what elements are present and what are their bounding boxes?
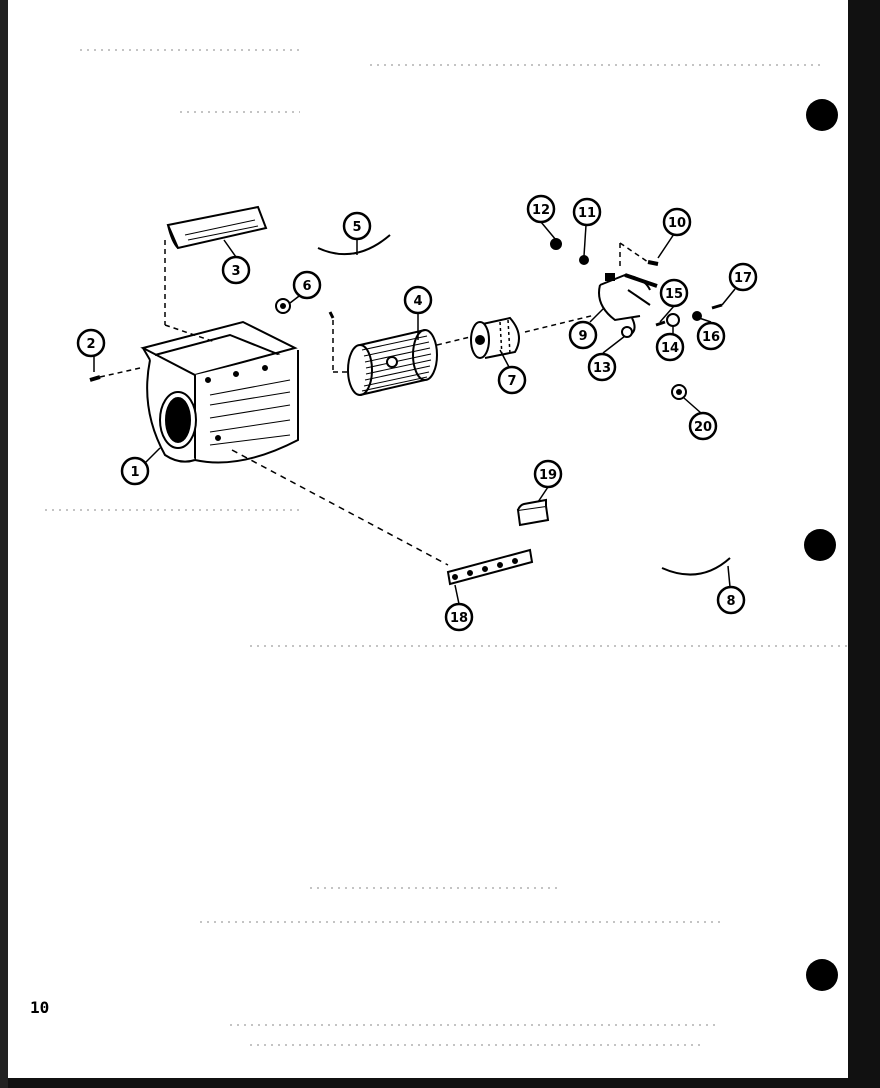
- callout-label: 12: [532, 203, 550, 218]
- callout-label: 14: [661, 341, 679, 356]
- callout-19: 19: [533, 459, 563, 489]
- leader-lines: [93, 221, 736, 605]
- callout-label: 18: [450, 611, 468, 626]
- punch-hole-middle: [804, 529, 836, 561]
- callout-label: 8: [726, 594, 735, 609]
- callout-label: 2: [86, 337, 95, 352]
- callout-17: 17: [728, 262, 758, 292]
- punch-hole-top: [806, 99, 838, 131]
- callout-label: 19: [539, 468, 557, 483]
- callout-11: 11: [572, 197, 602, 227]
- motor-mount: [598, 242, 658, 336]
- callout-16: 16: [696, 321, 726, 351]
- callout-7: 7: [497, 365, 527, 395]
- callout-10: 10: [662, 207, 692, 237]
- mounting-band-arcs: [317, 234, 731, 576]
- motor: [436, 314, 596, 359]
- punch-hole-bottom: [806, 959, 838, 991]
- cutoff-plate: [164, 205, 268, 343]
- callout-2: 2: [76, 328, 106, 358]
- callout-1: 1: [120, 456, 150, 486]
- callout-label: 13: [593, 361, 611, 376]
- callout-label: 15: [665, 287, 683, 302]
- callout-13: 13: [587, 352, 617, 382]
- callout-label: 11: [578, 206, 596, 221]
- callouts: 1 2 3 4 5 6 7 8 9 10 11 12 13 14 15 16 1…: [76, 194, 758, 632]
- callout-20: 20: [688, 411, 718, 441]
- callout-label: 10: [668, 216, 686, 231]
- callout-5: 5: [342, 211, 372, 241]
- callout-label: 9: [578, 329, 587, 344]
- scan-edge-left: [0, 0, 8, 1088]
- callout-14: 14: [655, 332, 685, 362]
- callout-label: 1: [130, 465, 139, 480]
- callout-15: 15: [659, 278, 689, 308]
- blower-wheel: [328, 311, 438, 396]
- callout-6: 6: [292, 270, 322, 300]
- callout-label: 7: [507, 374, 516, 389]
- callout-4: 4: [403, 285, 433, 315]
- callout-label: 6: [302, 279, 311, 294]
- callout-8: 8: [716, 585, 746, 615]
- terminal-strip: [231, 449, 534, 586]
- callout-label: 20: [694, 420, 712, 435]
- callout-label: 17: [734, 271, 752, 286]
- callout-label: 16: [702, 330, 720, 345]
- nut-part: [275, 298, 687, 400]
- callout-label: 5: [352, 220, 361, 235]
- scan-edge-bottom: [0, 1078, 880, 1088]
- callout-9: 9: [568, 320, 598, 350]
- callout-3: 3: [221, 255, 251, 285]
- page-number: 10: [30, 998, 50, 1017]
- callout-label: 4: [413, 294, 422, 309]
- scan-edge-right: [848, 0, 880, 1088]
- blower-housing: [140, 320, 299, 464]
- callout-12: 12: [526, 194, 556, 224]
- capacitor: [516, 498, 550, 527]
- callout-18: 18: [444, 602, 474, 632]
- scan-noise: [45, 49, 850, 1046]
- callout-label: 3: [231, 264, 240, 279]
- screw-part: [89, 367, 141, 382]
